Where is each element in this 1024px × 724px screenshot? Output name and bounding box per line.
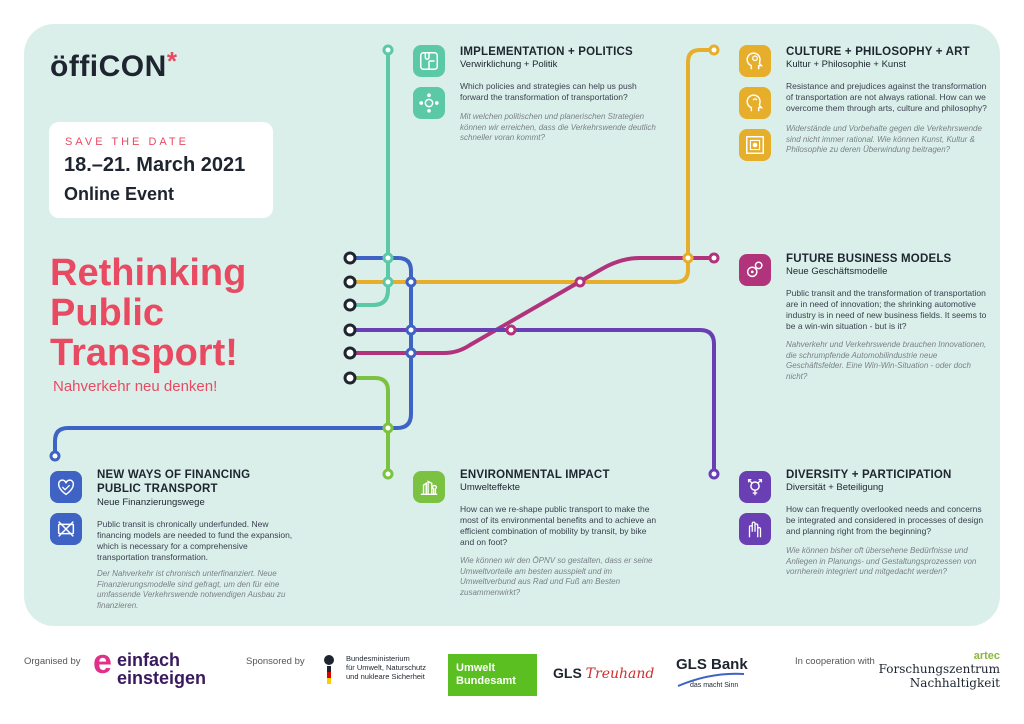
save-the-date-card: SAVE THE DATE 18.–21. March 2021 Online … bbox=[49, 122, 273, 218]
teal-line bbox=[353, 50, 390, 307]
gls-bank-swoosh-icon bbox=[677, 672, 745, 687]
culture-title: CULTURE + PHILOSOPHY + ART bbox=[786, 46, 970, 58]
green-line bbox=[353, 376, 390, 474]
environment-title: ENVIRONMENTAL IMPACT bbox=[460, 469, 610, 481]
puzzle-icon bbox=[413, 45, 445, 77]
business-text-en: Public transit and the transformation of… bbox=[786, 288, 987, 331]
federal-eagle-flag-icon bbox=[324, 655, 334, 684]
diversity-text-en: How can frequently overlooked needs and … bbox=[786, 504, 984, 536]
no-money-icon bbox=[50, 513, 82, 545]
event-format: Online Event bbox=[64, 184, 175, 204]
environment-subtitle: Umwelteffekte bbox=[460, 482, 521, 493]
headline-line-2: Public bbox=[50, 292, 165, 334]
headline-line-3: Transport! bbox=[50, 332, 238, 374]
gls-treuhand-logo: GLS Treuhand bbox=[553, 665, 655, 682]
implementation-text-de: Mit welchen politischen und planerischen… bbox=[460, 112, 656, 142]
business-text-de: Nahverkehr und Verkehrswende brauchen In… bbox=[786, 340, 987, 381]
head-emotion-icon bbox=[739, 87, 771, 119]
headline-line-1: Rethinking bbox=[50, 252, 247, 294]
magenta-line bbox=[353, 256, 714, 355]
organised-by-label: Organised by bbox=[24, 656, 81, 667]
raised-hands-icon bbox=[739, 513, 771, 545]
logo-text: öffiCON bbox=[50, 50, 167, 83]
blue-line bbox=[53, 256, 413, 456]
business-title: FUTURE BUSINESS MODELS bbox=[786, 253, 952, 265]
yellow-line bbox=[353, 48, 714, 284]
artec-logo: artec Forschungszentrum Nachhaltigkeit bbox=[878, 650, 1000, 690]
financing-text-en: Public transit is chronically underfunde… bbox=[97, 519, 293, 562]
network-icon bbox=[413, 87, 445, 119]
purple-line bbox=[353, 328, 716, 474]
implementation-text-en: Which policies and strategies can help u… bbox=[460, 81, 637, 102]
sponsored-by-label: Sponsored by bbox=[246, 656, 305, 667]
gears-icon bbox=[739, 254, 771, 286]
city-nature-icon bbox=[413, 471, 445, 503]
culture-text-en: Resistance and prejudices against the tr… bbox=[786, 81, 987, 113]
environment-text-de: Wie können wir den ÖPNV so gestalten, da… bbox=[460, 556, 653, 597]
transit-line-map bbox=[49, 44, 720, 480]
headline-subtitle: Nahverkehr neu denken! bbox=[53, 378, 218, 395]
event-dates: 18.–21. March 2021 bbox=[64, 154, 246, 176]
diversity-subtitle: Diversität + Beteiligung bbox=[786, 482, 884, 493]
environment-text-en: How can we re-shape public transport to … bbox=[460, 504, 657, 547]
implementation-title: IMPLEMENTATION + POLITICS bbox=[460, 46, 633, 58]
diversity-title: DIVERSITY + PARTICIPATION bbox=[786, 469, 952, 481]
line-termini bbox=[343, 251, 357, 385]
business-subtitle: Neue Geschäftsmodelle bbox=[786, 266, 888, 277]
culture-subtitle: Kultur + Philosophie + Kunst bbox=[786, 59, 906, 70]
head-idea-icon bbox=[739, 45, 771, 77]
financing-subtitle: Neue Finanzierungswege bbox=[97, 497, 205, 508]
end-stations bbox=[49, 44, 720, 480]
officon-logo: öffiCON* bbox=[50, 46, 177, 84]
handshake-icon bbox=[50, 471, 82, 503]
implementation-subtitle: Verwirklichung + Politik bbox=[460, 59, 558, 70]
logo-star: * bbox=[166, 46, 178, 76]
financing-text-de: Der Nahverkehr ist chronisch unterfinanz… bbox=[97, 569, 286, 610]
culture-text-de: Widerstände und Vorbehalte gegen die Ver… bbox=[786, 124, 982, 154]
interchange-stations bbox=[382, 252, 694, 434]
gls-bank-logo: GLS Bank das macht Sinn bbox=[676, 656, 748, 689]
cooperation-label: In cooperation with bbox=[795, 656, 875, 667]
diversity-text-de: Wie können bisher oft übersehene Bedürfn… bbox=[786, 546, 977, 576]
save-the-date-label: SAVE THE DATE bbox=[65, 136, 189, 148]
gender-icon bbox=[739, 471, 771, 503]
framed-art-icon bbox=[739, 129, 771, 161]
headline: Rethinking Public Transport! bbox=[50, 253, 300, 373]
